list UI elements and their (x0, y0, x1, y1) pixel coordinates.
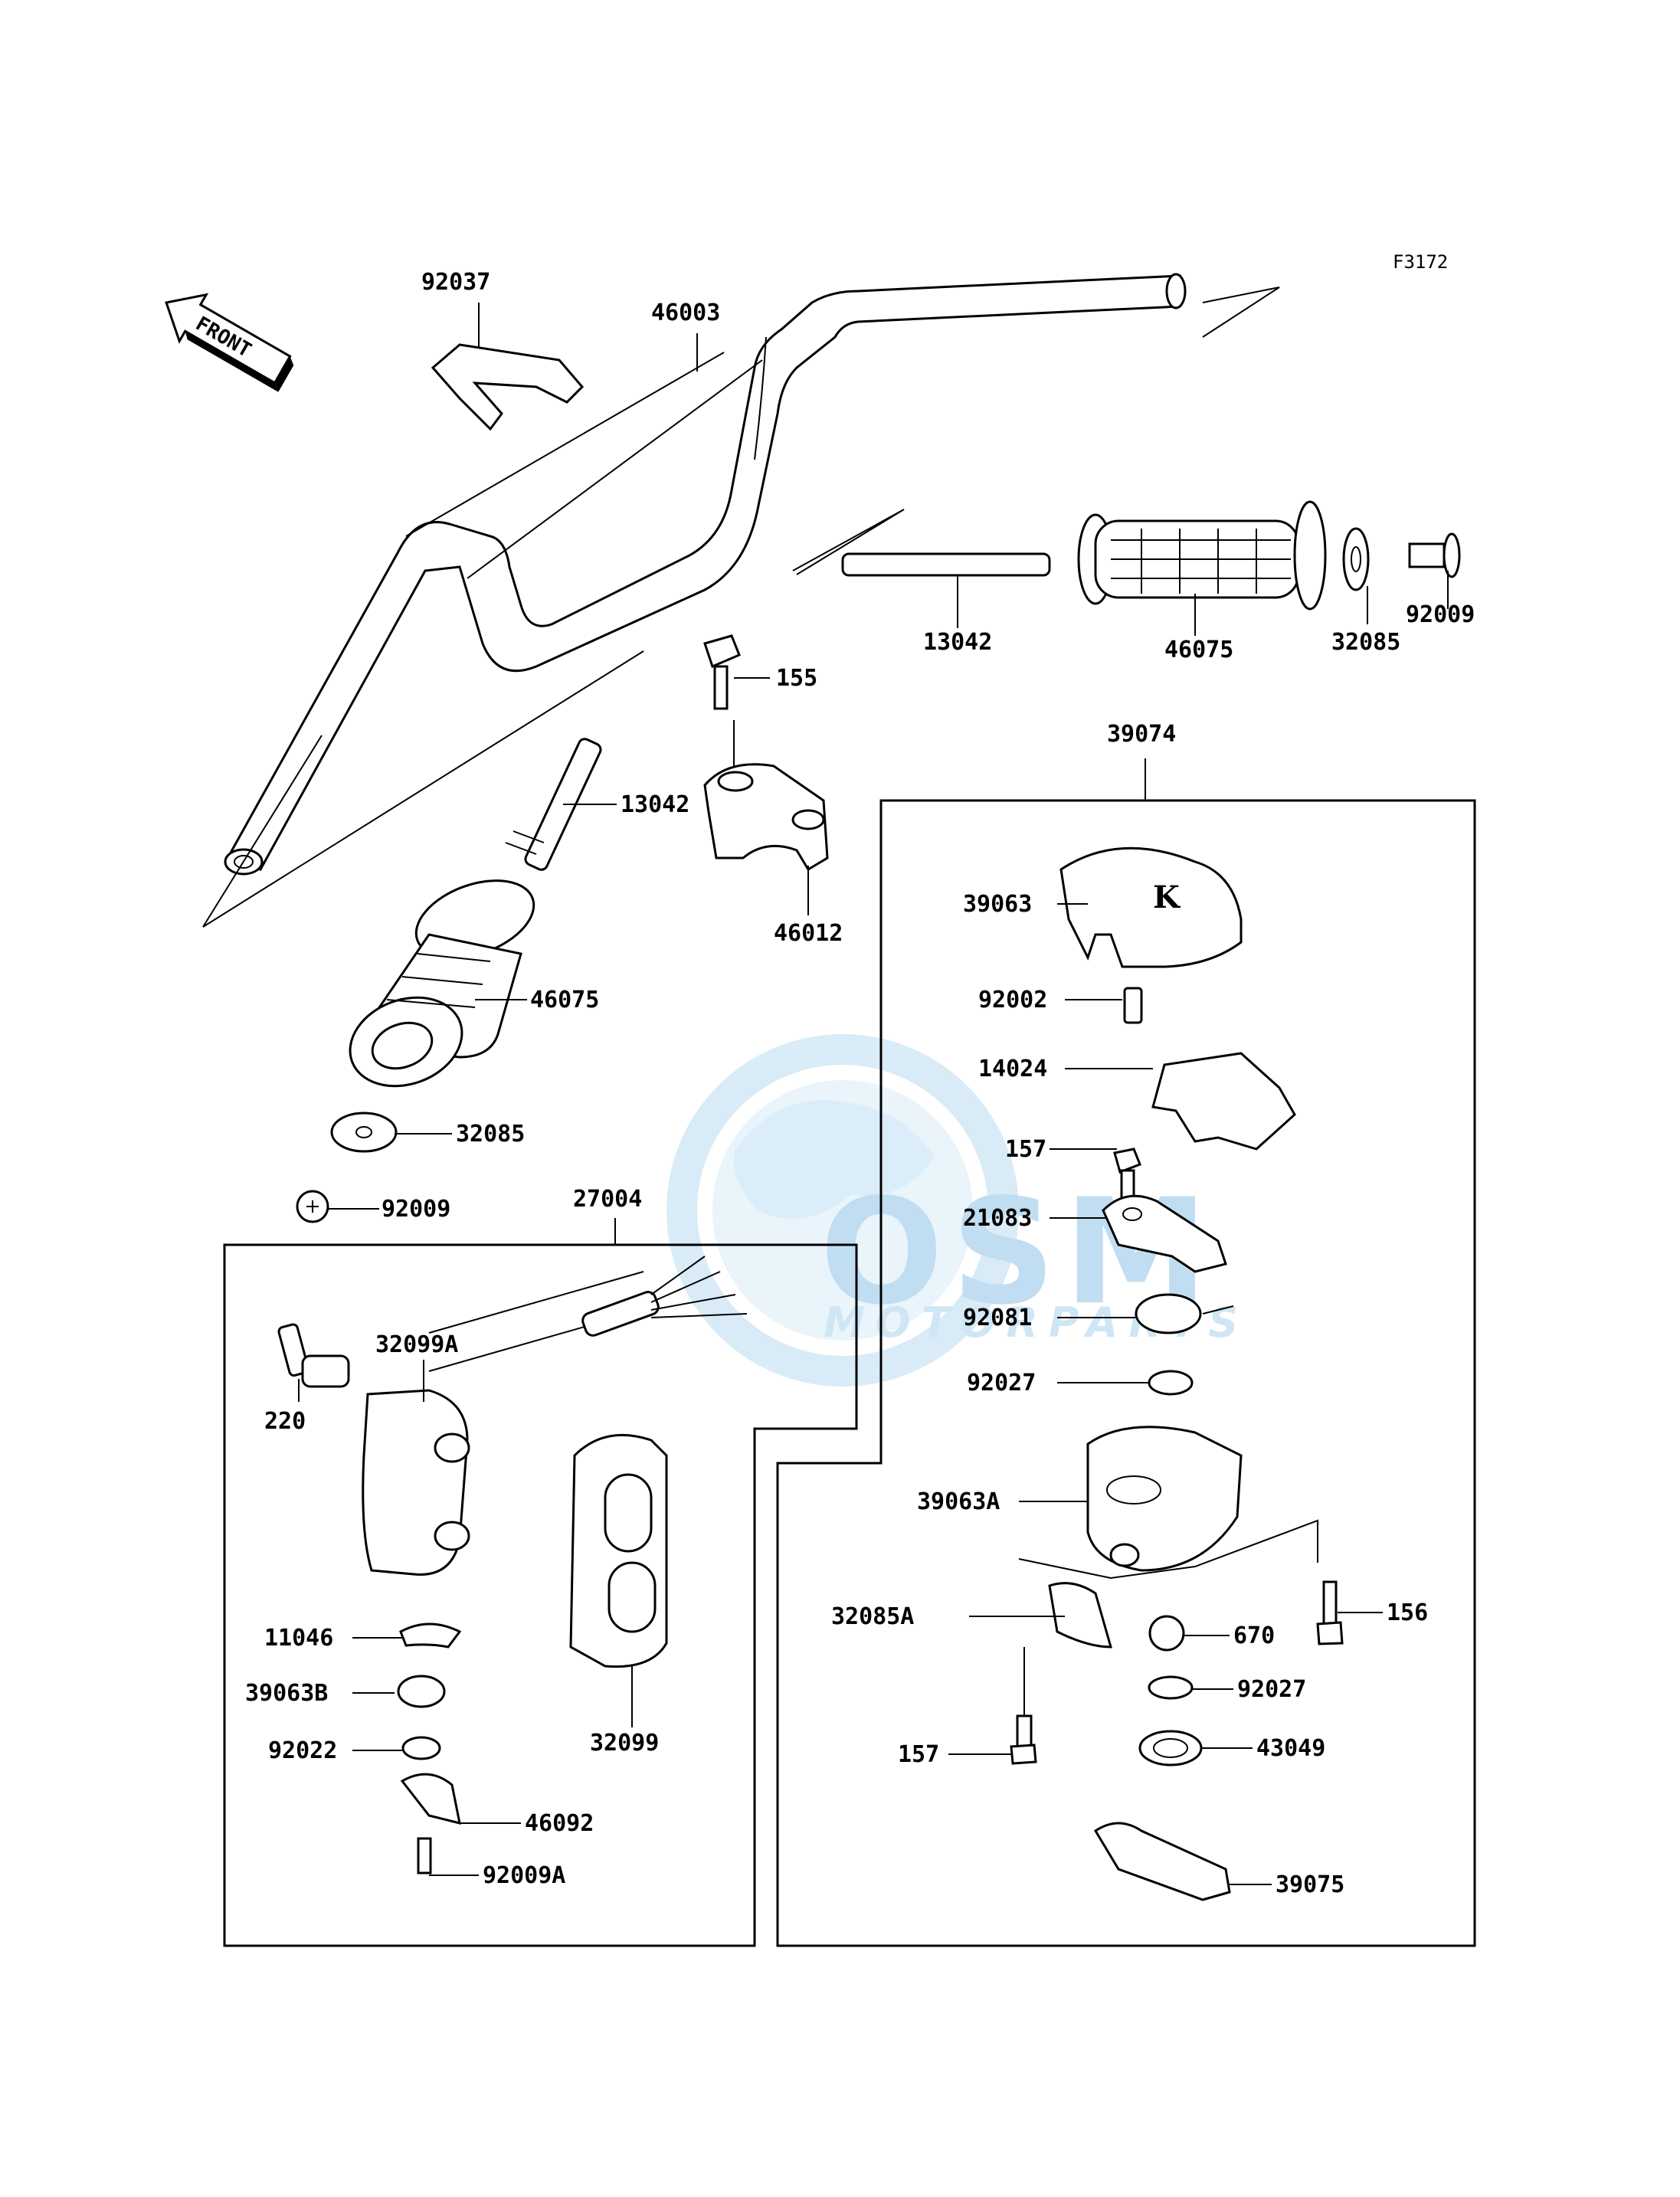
part-label-13042-left: 13042 (621, 791, 689, 818)
part-label-27004: 27004 (573, 1186, 642, 1213)
part-label-92022: 92022 (268, 1737, 337, 1764)
part-label-92081: 92081 (963, 1305, 1032, 1331)
switch-parts (277, 1256, 748, 1874)
left-grip-46075 (349, 879, 535, 1088)
part-label-46075-right: 46075 (1164, 637, 1233, 663)
part-label-39063B: 39063B (245, 1680, 328, 1707)
part-label-32099A: 32099A (375, 1331, 458, 1358)
leader-lines (298, 303, 1449, 1885)
right-grip-assembly (792, 500, 1461, 611)
part-label-92002: 92002 (978, 987, 1047, 1013)
part-label-46092: 46092 (525, 1810, 594, 1837)
part-label-32085-left: 32085 (456, 1121, 525, 1148)
switch-box-27004 (223, 1243, 858, 1947)
part-label-220: 220 (264, 1408, 306, 1435)
part-label-92009-left: 92009 (382, 1196, 450, 1223)
part-label-39063A: 39063A (917, 1488, 1000, 1515)
part-label-32085-right: 32085 (1331, 629, 1400, 656)
throttle-parts: K (1010, 846, 1344, 1901)
part-label-14024: 14024 (978, 1056, 1047, 1082)
part-label-46003: 46003 (651, 300, 720, 326)
part-label-13042-right: 13042 (923, 629, 992, 656)
part-label-11046: 11046 (264, 1625, 333, 1652)
part-label-32099: 32099 (590, 1730, 659, 1757)
part-label-46012: 46012 (774, 920, 843, 947)
clamp-46012 (703, 634, 829, 872)
part-label-92027-b: 92027 (1237, 1676, 1306, 1703)
part-label-39074: 39074 (1107, 721, 1176, 748)
watermark-globe-icon (666, 1034, 1019, 1387)
part-label-92037: 92037 (421, 269, 490, 296)
throttle-box-39074 (776, 799, 1476, 1947)
svg-text:K: K (1153, 879, 1181, 915)
part-label-670: 670 (1233, 1622, 1275, 1649)
part-label-46075-left: 46075 (530, 987, 599, 1013)
part-label-92009-right: 92009 (1406, 601, 1475, 628)
part-label-43049: 43049 (1256, 1735, 1325, 1762)
part-label-39075: 39075 (1276, 1871, 1344, 1898)
part-label-92027-a: 92027 (967, 1370, 1036, 1396)
figure-code: F3172 (1393, 251, 1448, 273)
part-label-157-a: 157 (1005, 1136, 1046, 1163)
part-label-155: 155 (776, 665, 817, 692)
part-label-32085A: 32085A (831, 1603, 914, 1630)
part-label-92009A: 92009A (483, 1862, 565, 1889)
clip-92037 (431, 343, 585, 431)
part-label-39063: 39063 (963, 891, 1032, 918)
front-arrow-icon: FRONT (165, 293, 294, 392)
handlebar-46003 (202, 273, 1280, 928)
washer-32085-left (330, 1112, 398, 1153)
part-label-21083: 21083 (963, 1205, 1032, 1232)
part-label-156: 156 (1387, 1599, 1428, 1626)
part-label-157-b: 157 (898, 1741, 939, 1768)
part-labels: 92037 46003 13042 46075 32085 92009 155 … (245, 269, 1475, 1898)
